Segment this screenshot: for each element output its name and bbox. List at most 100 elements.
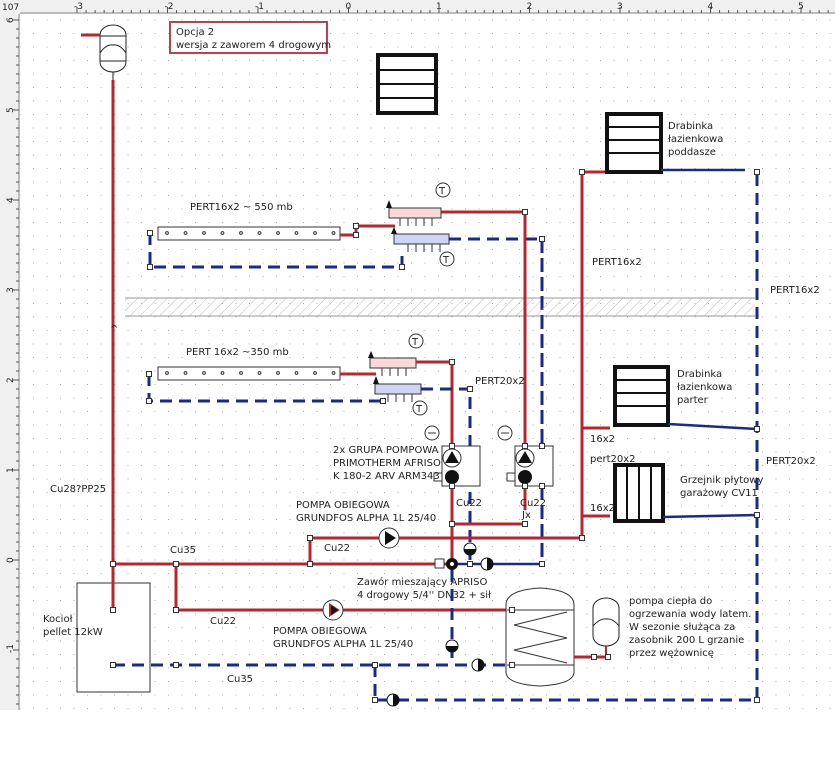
manifold-supply-upper[interactable]	[388, 207, 442, 219]
junction-node[interactable]	[509, 607, 515, 613]
floor-slab	[125, 297, 755, 317]
thermometer-pumpgroup-2[interactable]	[497, 425, 513, 441]
junction-node[interactable]	[146, 371, 152, 377]
junction-node[interactable]	[110, 607, 116, 613]
junction-node[interactable]	[579, 169, 585, 175]
thermometer-upper-return[interactable]: T	[439, 251, 455, 267]
junction-node[interactable]	[539, 236, 545, 242]
junction-node[interactable]	[110, 662, 116, 668]
radiator-ladder-ground[interactable]	[613, 365, 670, 427]
junction-node[interactable]	[449, 443, 455, 449]
manifold-return-lower[interactable]	[374, 383, 422, 395]
junction-node[interactable]	[522, 443, 528, 449]
junction-node[interactable]	[173, 607, 179, 613]
junction-node[interactable]	[110, 561, 116, 567]
junction-node[interactable]	[146, 398, 152, 404]
manifold-supply-lower[interactable]	[369, 357, 417, 369]
junction-node[interactable]	[449, 483, 455, 489]
label-panel-rad-1: Grzejnik płytowy	[680, 475, 763, 486]
pump-group-1[interactable]	[433, 445, 481, 487]
junction-node[interactable]	[754, 169, 760, 175]
thermometer-upper-supply[interactable]: T	[435, 182, 451, 198]
junction-node[interactable]	[147, 230, 153, 236]
junction-node[interactable]	[467, 386, 473, 392]
junction-node[interactable]	[372, 662, 378, 668]
label-cu22-b-sub: Jx	[521, 510, 531, 521]
manifold-return-upper[interactable]	[393, 233, 450, 245]
junction-node[interactable]	[380, 398, 386, 404]
check-valve-icon[interactable]	[480, 557, 494, 571]
junction-node[interactable]	[522, 483, 528, 489]
floor-heating-loop-lower[interactable]	[157, 366, 341, 381]
junction-node[interactable]	[539, 443, 545, 449]
pump-group-2[interactable]	[506, 445, 554, 487]
title-box[interactable]: Opcja 2 wersja z zaworem 4 drogowym	[169, 21, 331, 54]
junction-node[interactable]	[449, 521, 455, 527]
svg-text:T: T	[415, 404, 423, 415]
junction-node[interactable]	[449, 359, 455, 365]
junction-node[interactable]	[399, 264, 405, 270]
pipe-upper-supply[interactable]	[340, 224, 395, 237]
junction-node[interactable]	[467, 561, 473, 567]
junction-node[interactable]	[539, 483, 545, 489]
label-floorheat-upper: PERT16x2 ~ 550 mb	[190, 202, 293, 213]
junction-node[interactable]	[591, 654, 597, 660]
dhw-tank[interactable]	[505, 587, 575, 687]
svg-text:T: T	[411, 337, 419, 348]
junction-node[interactable]	[539, 561, 545, 567]
check-valve-icon[interactable]	[463, 542, 477, 556]
junction-node[interactable]	[754, 512, 760, 518]
label-heatpump-1: pompa ciepła do	[629, 596, 712, 607]
expansion-vessel-top[interactable]	[99, 24, 127, 80]
label-pump-group-2: PRIMOTHERM AFRISO	[333, 458, 441, 469]
junction-node[interactable]	[353, 223, 359, 229]
air-vent-icon	[368, 351, 374, 358]
label-16x2-b: 16x2	[590, 503, 615, 514]
title-box-border	[169, 21, 328, 54]
ruler-y-tick-label: 3	[6, 287, 16, 293]
junction-node[interactable]	[754, 697, 760, 703]
label-towel-attic-1: Drabinka	[668, 121, 713, 132]
loop-marker	[202, 231, 206, 235]
junction-node[interactable]	[605, 654, 611, 660]
label-cu35-bottom: Cu35	[227, 674, 253, 685]
junction-node[interactable]	[173, 561, 179, 567]
circulation-pump-bottom[interactable]	[322, 599, 344, 621]
mixing-valve-4way[interactable]	[434, 558, 458, 570]
junction-node[interactable]	[353, 232, 359, 238]
loop-marker	[294, 371, 299, 375]
pipe-upper-return[interactable]	[148, 233, 404, 269]
circulation-pump-top[interactable]	[378, 527, 400, 549]
loop-marker	[220, 371, 225, 375]
label-pert20-return: PERT20x2	[766, 456, 816, 467]
horizontal-ruler[interactable]: -3-2-1012345	[0, 0, 835, 14]
heat-pump-vessel[interactable]	[592, 597, 620, 657]
panel-radiator-garage[interactable]	[613, 463, 665, 523]
pipe-garage-return[interactable]	[662, 513, 758, 519]
thermometer-lower-return[interactable]: T	[412, 400, 428, 416]
junction-node[interactable]	[147, 264, 153, 270]
check-valve-icon[interactable]	[386, 693, 400, 707]
junction-node[interactable]	[579, 535, 585, 541]
label-cu22-d: Cu22	[210, 616, 236, 627]
floor-heating-loop-upper[interactable]	[157, 226, 341, 241]
radiator-ladder-attic[interactable]	[605, 112, 663, 174]
junction-node[interactable]	[372, 697, 378, 703]
junction-node[interactable]	[173, 662, 179, 668]
junction-node[interactable]	[754, 426, 760, 432]
junction-node[interactable]	[522, 209, 528, 215]
thermometer-pumpgroup-1[interactable]	[424, 425, 440, 441]
check-valve-icon[interactable]	[471, 658, 485, 672]
junction-node[interactable]	[307, 561, 313, 567]
junction-node[interactable]	[307, 535, 313, 541]
check-valve-icon[interactable]	[445, 639, 459, 653]
ruler-y-tick-label: 6	[6, 17, 16, 23]
radiator-ladder-top[interactable]	[376, 53, 438, 115]
junction-node[interactable]	[522, 521, 528, 527]
pipe-ground-return[interactable]	[667, 422, 758, 431]
label-pert20-mid: PERT20x2	[475, 376, 525, 387]
thermometer-lower-supply[interactable]: T	[408, 333, 424, 349]
junction-node[interactable]	[509, 662, 515, 668]
